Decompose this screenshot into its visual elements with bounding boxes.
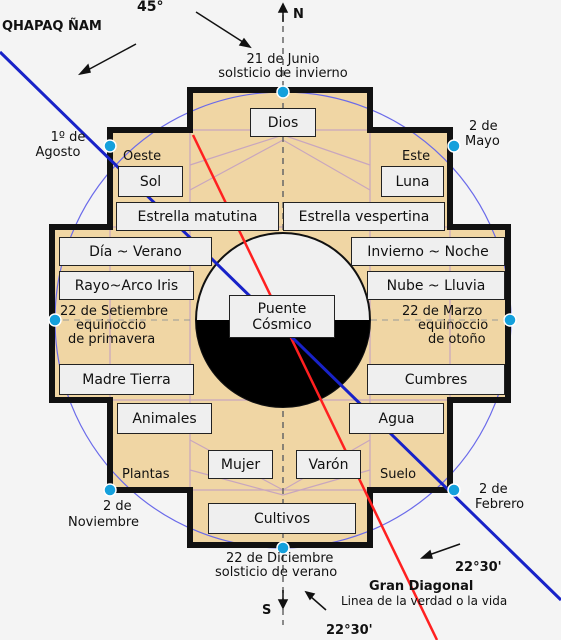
- box-rayo-arco-iris: Rayo~Arco Iris: [59, 271, 194, 300]
- angle-label-bottom: 22°30': [326, 623, 373, 638]
- date-bottom-line2: solsticio de verano: [215, 565, 338, 580]
- date-right-top-line1: 2 de: [469, 119, 498, 134]
- direction-east: Este: [402, 149, 431, 164]
- box-agua: Agua: [349, 403, 444, 434]
- node-top-left: [103, 139, 117, 153]
- date-right-mid-line3: de otoño: [428, 332, 486, 347]
- date-bottom-line1: 22 de Diciembre: [226, 551, 334, 566]
- direction-soil: Suelo: [380, 467, 417, 482]
- node-top-right: [447, 139, 461, 153]
- box-varon: Varón: [296, 450, 361, 479]
- box-puente-cosmico: Puente Cósmico: [229, 295, 335, 338]
- date-top-line2: solsticio de invierno: [218, 66, 348, 81]
- date-top-line1: 21 de Junio: [246, 52, 320, 67]
- date-right-mid-line1: 22 de Marzo: [402, 304, 483, 319]
- date-right-top-line2: Mayo: [465, 134, 500, 149]
- center-label-line1: Puente: [257, 300, 307, 317]
- node-bottom-left: [103, 483, 117, 497]
- box-mujer: Mujer: [208, 450, 273, 479]
- box-dios: Dios: [250, 108, 316, 137]
- box-sol: Sol: [118, 166, 183, 197]
- date-left-bottom-line2: Noviembre: [68, 515, 139, 530]
- date-left-mid-line3: de primavera: [68, 332, 156, 347]
- box-estrella-matutina: Estrella matutina: [116, 202, 279, 231]
- path-name-label: QHAPAQ ÑAM: [2, 19, 102, 34]
- angle-label-top: 45°: [137, 0, 164, 15]
- box-animales: Animales: [117, 403, 212, 434]
- date-left-bottom-line1: 2 de: [103, 499, 132, 514]
- box-cumbres: Cumbres: [367, 364, 505, 395]
- date-left-top-line1: 1º de: [50, 130, 86, 145]
- direction-west: Oeste: [123, 149, 162, 164]
- box-invierno-noche: Invierno ~ Noche: [351, 237, 505, 266]
- date-right-mid-line2: equinoccio: [418, 318, 489, 333]
- cross-frame: [49, 87, 511, 548]
- gran-diagonal-title: Gran Diagonal: [369, 579, 474, 594]
- south-label: S: [262, 603, 272, 618]
- angle-label-right: 22°30': [455, 560, 502, 575]
- date-left-mid-line1: 22 de Setiembre: [60, 304, 168, 319]
- circle-nodes: [48, 85, 517, 555]
- direction-plants: Plantas: [122, 467, 170, 482]
- box-cultivos: Cultivos: [208, 503, 356, 534]
- date-right-bottom-line1: 2 de: [479, 482, 508, 497]
- gran-diagonal-subtitle: Linea de la verdad o la vida: [341, 594, 508, 608]
- box-estrella-vespertina: Estrella vespertina: [283, 202, 445, 231]
- date-left-mid-line2: equinoccio: [76, 318, 147, 333]
- node-bottom: [276, 541, 290, 555]
- date-right-bottom-line2: Febrero: [475, 497, 525, 512]
- center-label-line2: Cósmico: [252, 316, 312, 333]
- node-left: [48, 313, 62, 327]
- node-right: [503, 313, 517, 327]
- box-madre-tierra: Madre Tierra: [59, 364, 194, 395]
- center-circle-dark-half: [196, 320, 370, 407]
- node-bottom-right: [447, 483, 461, 497]
- arrows: [77, 2, 461, 611]
- box-luna: Luna: [381, 166, 444, 197]
- node-top: [276, 85, 290, 99]
- box-dia-verano: Día ~ Verano: [59, 237, 212, 266]
- box-nube-lluvia: Nube ~ Lluvia: [367, 271, 505, 300]
- north-label: N: [293, 7, 304, 22]
- date-left-top-line2: Agosto: [35, 145, 81, 160]
